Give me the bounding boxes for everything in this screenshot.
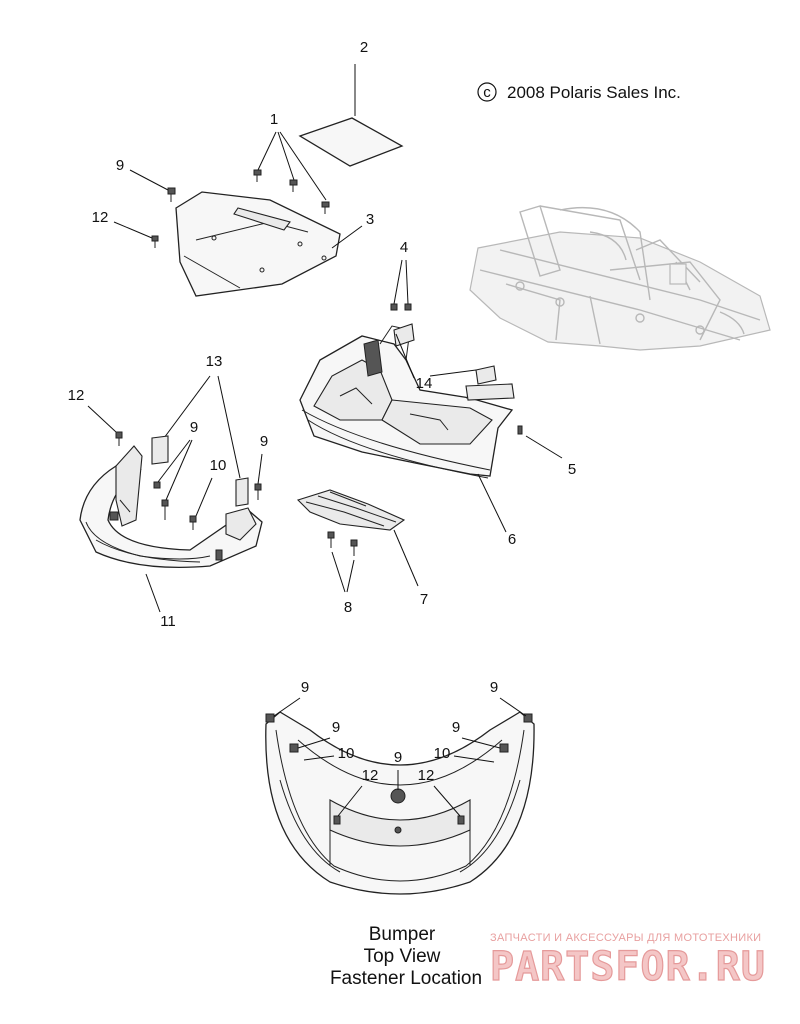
callout-14: 14 <box>416 375 433 392</box>
callout-11: 11 <box>160 613 176 630</box>
callout-6: 6 <box>508 531 516 548</box>
fastener-9-skid: 9 <box>116 157 176 202</box>
callout-7: 7 <box>420 591 428 608</box>
callout-12-skid: 12 <box>92 209 109 226</box>
top-view-callout-9-inner-left: 9 <box>332 719 340 736</box>
fastener-10-bumper: 10 <box>189 457 227 530</box>
bumper-top-view: 9 9 9 9 9 10 10 12 12 <box>265 679 535 895</box>
callout-9-bumper-center: 9 <box>190 419 198 436</box>
top-view-callout-12-left: 12 <box>362 767 379 784</box>
part-6-nose-pan: 6 <box>299 323 516 548</box>
top-view-callout-9-right: 9 <box>490 679 498 696</box>
caption-line-1: Bumper <box>369 924 436 945</box>
part-2-decal: 2 <box>298 39 404 167</box>
fastener-12-skid: 12 <box>92 209 159 248</box>
callout-12-bumper: 12 <box>68 387 85 404</box>
top-view-caption: Bumper Top View Fastener Location <box>330 924 482 989</box>
fastener-1a <box>253 169 262 182</box>
copyright-notice: c 2008 Polaris Sales Inc. <box>477 82 681 102</box>
watermark-brand: PARTSFOR.RU <box>490 944 766 990</box>
copyright-circle <box>477 82 497 102</box>
copyright-symbol: c <box>483 84 491 101</box>
callout-5: 5 <box>568 461 576 478</box>
part-14-decals: 14 <box>395 333 477 392</box>
callout-4: 4 <box>400 239 408 256</box>
top-view-callout-9-left: 9 <box>301 679 309 696</box>
copyright-text: 2008 Polaris Sales Inc. <box>507 83 681 102</box>
callout-2: 2 <box>360 39 368 56</box>
watermark-tagline: ЗАПЧАСТИ И АКСЕССУАРЫ ДЛЯ МОТОТЕХНИКИ <box>490 932 761 944</box>
part-13-decals: 13 <box>151 353 249 507</box>
fastener-9-bumper-center: 9 <box>153 419 198 520</box>
part-1-fasteners: 1 <box>253 111 330 214</box>
callout-10: 10 <box>210 457 227 474</box>
watermark: ЗАПЧАСТИ И АКСЕССУАРЫ ДЛЯ МОТОТЕХНИКИ PA… <box>489 932 766 991</box>
part-4-fasteners: 4 <box>390 239 412 311</box>
part-8-screws: 8 <box>327 531 358 616</box>
caption-line-3: Fastener Location <box>330 968 482 989</box>
top-view-callout-10-left: 10 <box>338 745 355 762</box>
callout-9-skid: 9 <box>116 157 124 174</box>
callout-1: 1 <box>270 111 278 128</box>
callout-8: 8 <box>344 599 352 616</box>
callout-3: 3 <box>366 211 374 228</box>
top-view-callout-10-right: 10 <box>434 745 451 762</box>
top-view-callout-9-center: 9 <box>394 749 402 766</box>
part-5-pin: 5 <box>517 425 576 478</box>
top-view-callout-9-inner-right: 9 <box>452 719 460 736</box>
part-7-grille: 7 <box>296 489 428 608</box>
callout-9-bumper-right: 9 <box>260 433 268 450</box>
fastener-1c <box>321 201 330 214</box>
top-view-callout-12-right: 12 <box>418 767 435 784</box>
fastener-1b <box>289 179 298 192</box>
caption-line-2: Top View <box>364 946 441 967</box>
part-3-skid-plate: 3 <box>175 191 374 297</box>
part-11-bumper: 11 <box>79 445 263 630</box>
frame-reference-ghost <box>469 205 771 351</box>
fastener-12-bumper: 12 <box>68 387 123 446</box>
fastener-9-bumper-right: 9 <box>254 433 268 500</box>
callout-13: 13 <box>206 353 223 370</box>
